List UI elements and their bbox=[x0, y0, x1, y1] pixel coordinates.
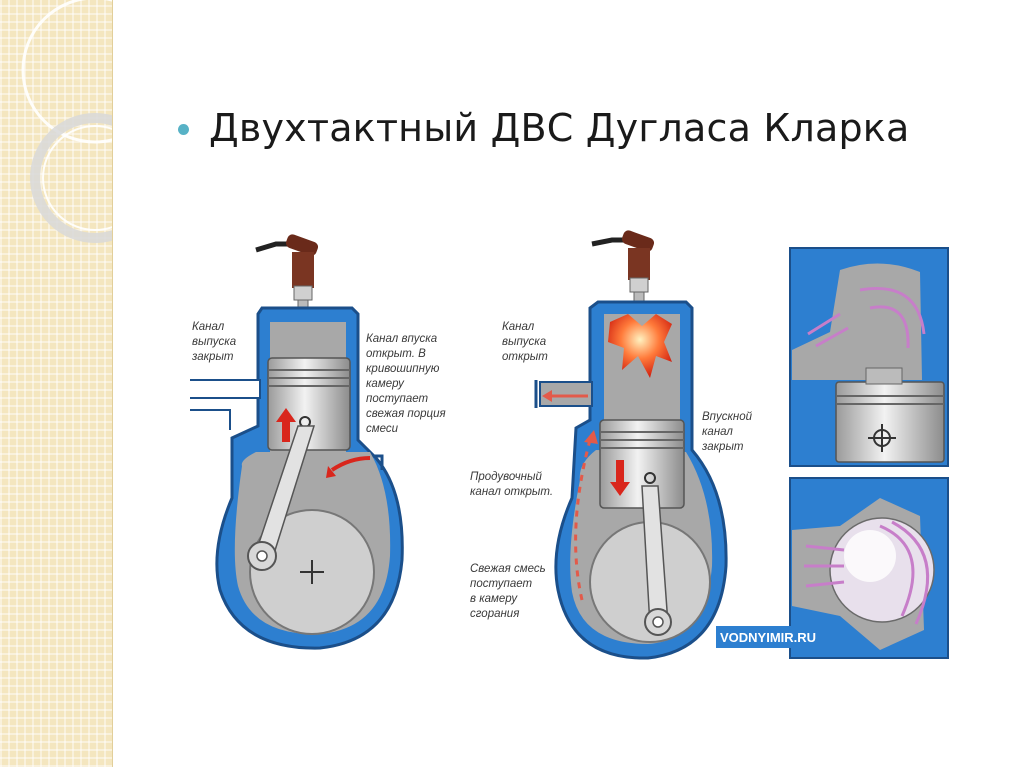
decorative-side-strip bbox=[0, 0, 113, 767]
combustion-flame-icon bbox=[608, 314, 672, 378]
detail-panel-top bbox=[789, 247, 949, 467]
label-exhaust-closed: Канал выпуска закрыт bbox=[191, 321, 239, 363]
label-intake-open: Канал впуска открыт. В кривошипную камер… bbox=[366, 333, 449, 435]
label-intake-closed: Впускной канал закрыт bbox=[701, 411, 755, 453]
engine-left bbox=[190, 234, 404, 650]
title-row: Двухтактный ДВС Дугласа Кларка bbox=[178, 98, 909, 158]
spark-plug-icon bbox=[591, 230, 655, 305]
decorative-circles bbox=[21, 0, 112, 243]
spark-plug-icon bbox=[255, 234, 319, 313]
bullet-icon bbox=[178, 123, 189, 135]
flow-arrow-icon bbox=[330, 456, 371, 472]
arrow-down-icon bbox=[610, 460, 630, 496]
watermark: VODNYIMIR.RU bbox=[720, 630, 816, 645]
detail-panel-bottom: VODNYIMIR.RU bbox=[716, 477, 949, 659]
arrow-up-icon bbox=[276, 408, 296, 442]
label-exhaust-open: Канал выпуска открыт bbox=[502, 321, 549, 363]
engine-middle bbox=[534, 230, 728, 660]
label-transfer-open: Продувочный канал открыт. bbox=[470, 471, 553, 498]
slide-title: Двухтактный ДВС Дугласа Кларка bbox=[209, 106, 910, 150]
label-fresh-mix: Свежая смесь поступает в камеру сгорания bbox=[470, 563, 549, 620]
engine-diagram: Канал выпуска закрыт Канал впуска открыт… bbox=[190, 230, 949, 660]
